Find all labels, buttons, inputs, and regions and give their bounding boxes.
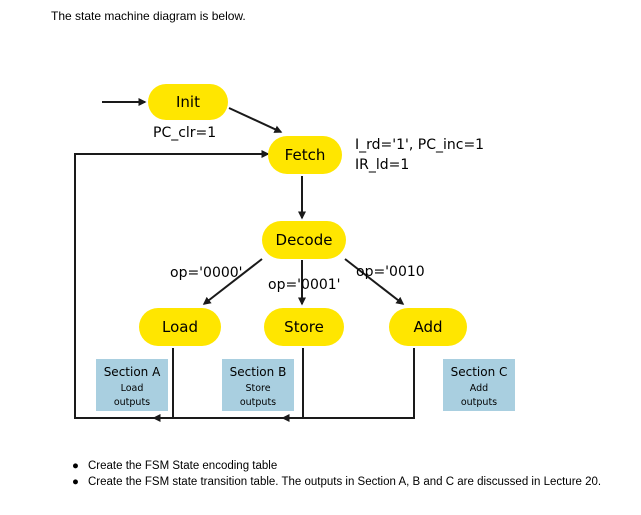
section-c-title: Section C	[451, 365, 508, 379]
section-b-line1: Store	[245, 383, 270, 394]
section-a-box: Section A Load outputs	[96, 359, 168, 411]
state-store-label: Store	[284, 318, 324, 336]
add-return-path	[280, 348, 415, 419]
instruction-text: Create the FSM state transition table. T…	[88, 476, 602, 488]
op-load-label: op='0000'	[170, 265, 243, 281]
section-b-title: Section B	[230, 365, 287, 379]
state-decode: Decode	[262, 221, 346, 259]
section-a-line1: Load	[121, 383, 144, 394]
instruction-item: ● Create the FSM state transition table.…	[72, 474, 612, 490]
instructions-list: ● Create the FSM State encoding table ● …	[72, 458, 612, 490]
init-to-fetch-arrow	[228, 107, 283, 133]
fetch-output-line2: IR_ld=1	[355, 157, 409, 173]
state-load-label: Load	[162, 318, 198, 336]
fetch-output-line1: I_rd='1', PC_inc=1	[355, 137, 484, 153]
init-output-label: PC_clr=1	[153, 125, 216, 141]
op-add-label: op='0010	[356, 264, 425, 280]
instruction-item: ● Create the FSM State encoding table	[72, 458, 612, 474]
bullet-icon: ●	[72, 476, 79, 488]
bullet-icon: ●	[72, 460, 79, 472]
back-to-fetch-path	[74, 150, 280, 419]
state-fetch-label: Fetch	[285, 146, 326, 164]
instruction-text: Create the FSM State encoding table	[88, 460, 278, 472]
state-add-label: Add	[413, 318, 442, 336]
section-b-box: Section B Store outputs	[222, 359, 294, 411]
state-decode-label: Decode	[276, 231, 333, 249]
state-add: Add	[389, 308, 467, 346]
state-load: Load	[139, 308, 221, 346]
section-b-line2: outputs	[240, 397, 276, 408]
section-c-line1: Add	[470, 383, 488, 394]
section-a-title: Section A	[104, 365, 161, 379]
state-fetch: Fetch	[268, 136, 342, 174]
intro-text: The state machine diagram is below.	[51, 9, 246, 23]
section-c-line2: outputs	[461, 397, 497, 408]
decode-to-add-arrow	[344, 258, 405, 305]
state-store: Store	[264, 308, 344, 346]
state-init: Init	[148, 84, 228, 120]
op-store-label: op='0001'	[268, 277, 341, 293]
decode-to-load-arrow	[202, 258, 263, 305]
section-c-box: Section C Add outputs	[443, 359, 515, 411]
state-init-label: Init	[176, 93, 200, 111]
section-a-line2: outputs	[114, 397, 150, 408]
